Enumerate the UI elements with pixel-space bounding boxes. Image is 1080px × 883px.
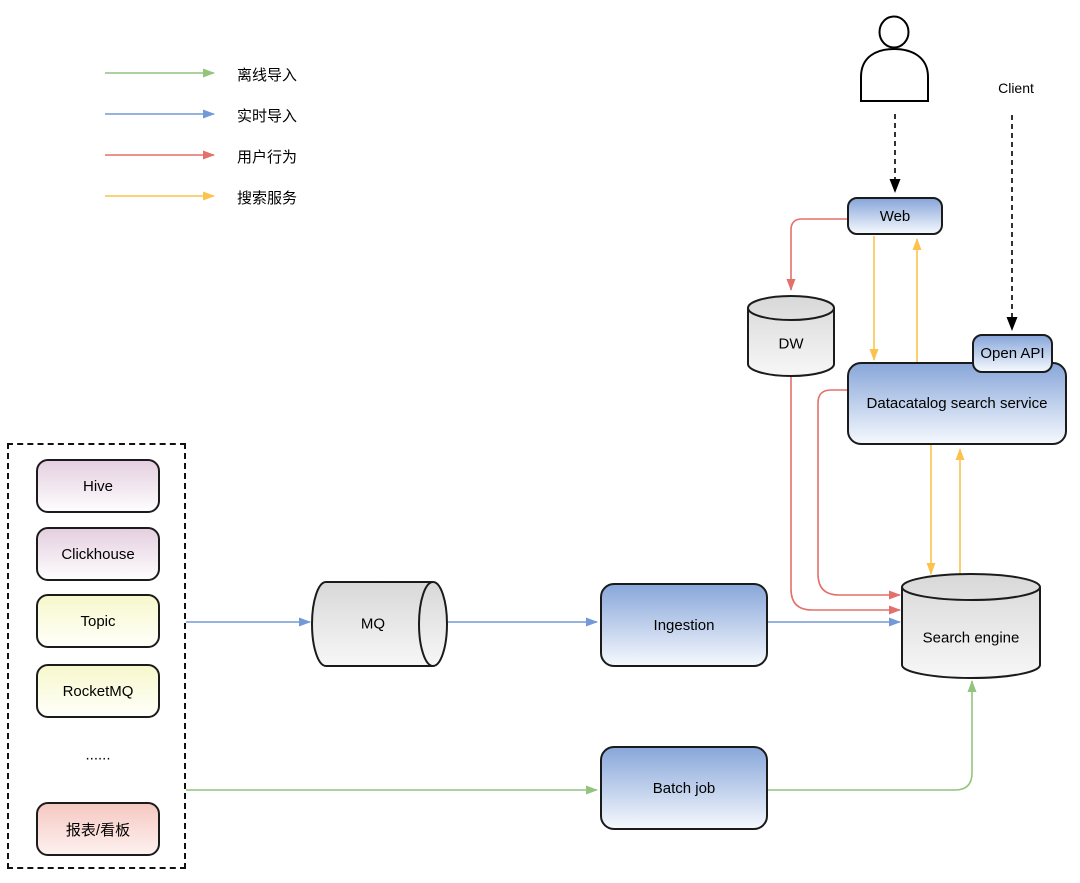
node-datacatalog-search-service: Datacatalog search service (847, 362, 1067, 445)
search-engine-cylinder (901, 573, 1041, 679)
dw-cylinder (747, 295, 835, 377)
node-open-api: Open API (972, 334, 1053, 373)
source-group-container (7, 443, 186, 869)
node-topic: Topic (36, 594, 160, 648)
sources-ellipsis: ...... (85, 746, 111, 764)
node-rocketmq: RocketMQ (36, 664, 160, 718)
node-clickhouse: Clickhouse (36, 527, 160, 581)
node-hive: Hive (36, 459, 160, 513)
edge-userbehavior-datacatalog-to-searchengine (817, 389, 901, 600)
node-batch-job: Batch job (600, 746, 768, 830)
legend-label-offline-import: 离线导入 (237, 67, 298, 84)
mq-label: MQ (360, 615, 386, 633)
edge-offline-batchjob-to-searchengine (768, 680, 977, 791)
search-engine-label: Search engine (922, 629, 1020, 647)
legend-label-search-service: 搜索服务 (237, 190, 298, 207)
node-web: Web (847, 197, 943, 235)
edge-userbehavior-dw-to-searchengine (790, 374, 901, 615)
node-ingestion: Ingestion (600, 583, 768, 667)
legend-label-realtime-import: 实时导入 (237, 108, 298, 125)
client-label: Client (998, 80, 1034, 96)
dw-label: DW (778, 335, 804, 353)
legend-label-user-behavior: 用户行为 (237, 149, 298, 166)
node-report-dashboard: 报表/看板 (36, 802, 160, 856)
mq-cylinder (311, 581, 448, 667)
person-icon (860, 15, 929, 102)
edge-userbehavior-web-to-dw (786, 218, 847, 291)
